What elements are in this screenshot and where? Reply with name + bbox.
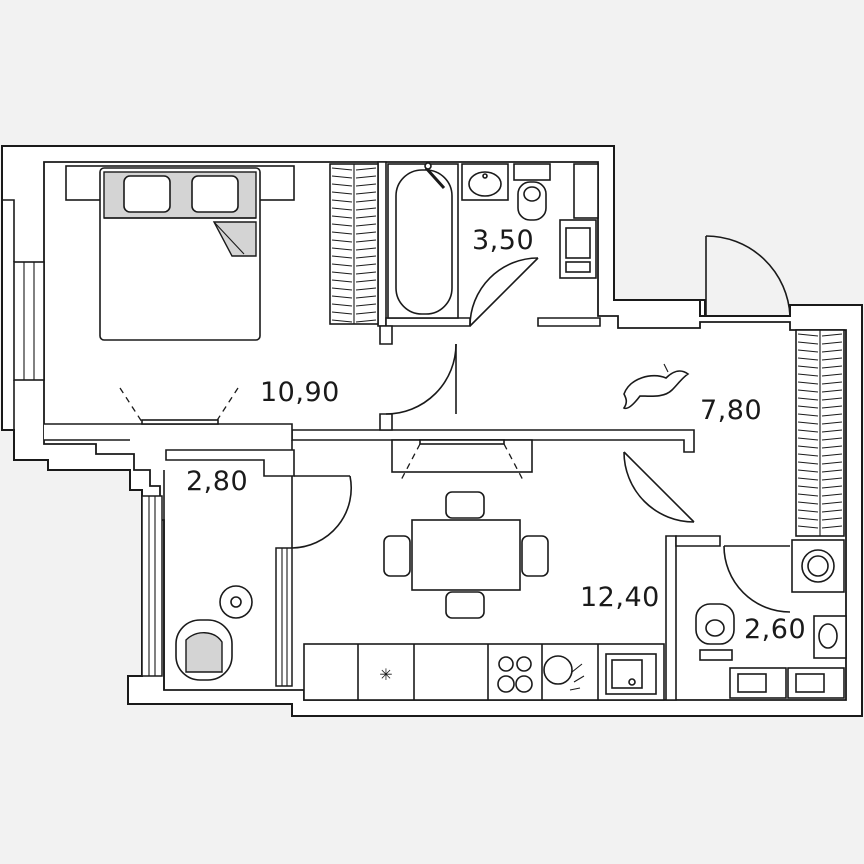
svg-text:✳: ✳ [379,665,392,684]
balcony-door [291,475,353,549]
bedroom-wardrobe-hatching [331,167,377,323]
hallway-wardrobe [795,329,845,537]
toilet-door [723,545,791,613]
bedroom-wardrobe [329,163,379,325]
hallway-washer [791,539,845,593]
bedroom-area-label: 10,90 [260,377,340,408]
bed [65,165,295,341]
kitchen-lamp [391,439,533,483]
bathroom-walls [377,161,387,327]
bathroom-toilet [513,163,551,221]
bathroom-door [469,257,539,327]
pet-sketch [622,363,690,410]
balcony-walls [165,449,295,477]
kitchen-counter: ✳ [303,643,665,701]
hallway-wardrobe-hatching [797,333,843,529]
balcony-armchair [175,585,253,681]
kitchen-area-label: 12,40 [580,582,660,613]
wc-sink [813,615,847,659]
wc-cabinets [729,667,845,699]
bathroom-area-label: 3,50 [472,225,535,256]
wc-toilet [695,603,735,661]
balcony-window [141,495,163,677]
toilet-area-label: 2,60 [744,614,807,645]
bathtub [387,162,459,319]
bedroom-window [13,261,45,381]
toilet-walls [665,535,677,701]
kitchen-door [623,451,695,523]
washing-machine [559,163,599,279]
hallway-area-label: 7,80 [700,395,763,426]
bedroom-door [385,343,457,415]
entrance-door [705,235,791,317]
balcony-area-label: 2,80 [186,466,249,497]
bedroom-lamp [119,387,239,425]
balcony-inner-window [275,547,293,687]
dining-table [383,491,549,619]
bathroom-sink [461,163,509,201]
